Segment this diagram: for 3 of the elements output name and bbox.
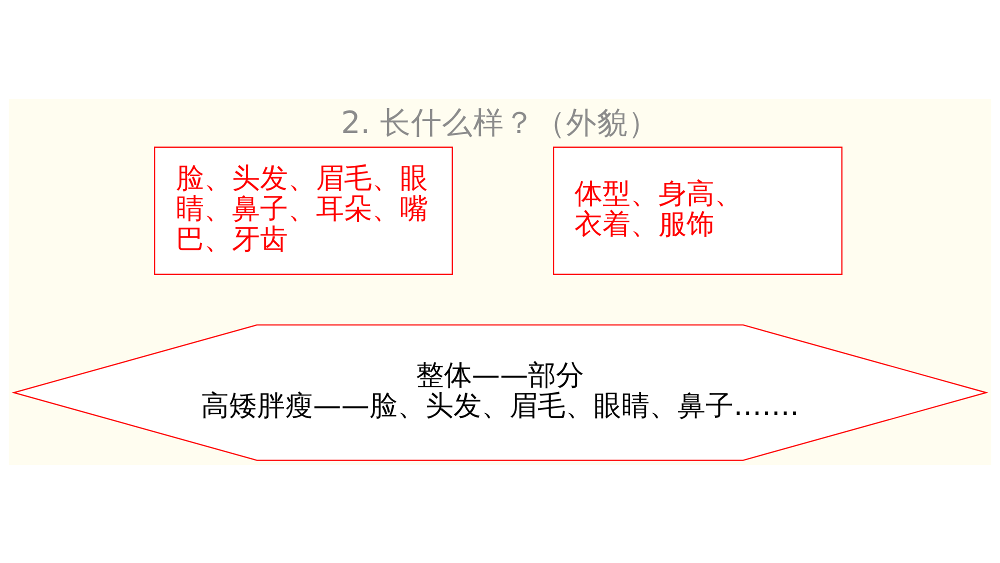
node-box: 脸、头发、眉毛、眼睛、鼻子、耳朵、嘴巴、牙齿 xyxy=(154,146,453,274)
node-box: 体型、身高、衣着、服饰 xyxy=(552,146,842,274)
diagram-title: 2. 长什么样？（外貌） xyxy=(341,105,659,140)
